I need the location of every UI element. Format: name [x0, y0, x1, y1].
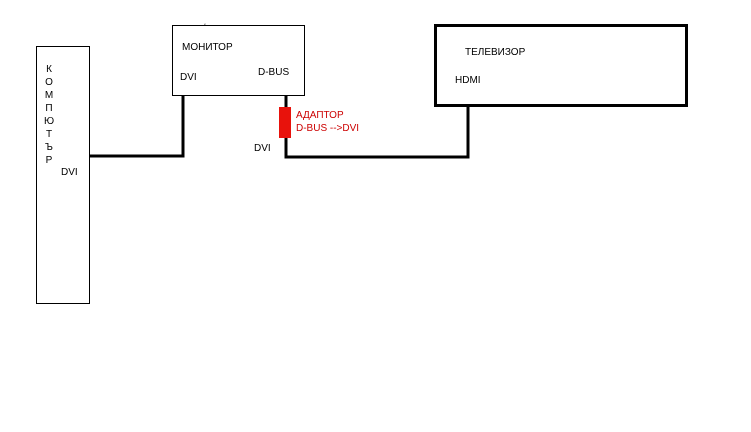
computer-letter: Ю	[43, 116, 55, 127]
tv-hdmi-label: HDMI	[455, 75, 481, 86]
adapter-dvi-label: DVI	[254, 143, 271, 154]
cable-computer-to-monitor	[82, 95, 185, 158]
adapter-block	[279, 107, 291, 138]
tv-title: ТЕЛЕВИЗОР	[465, 47, 526, 58]
monitor-box: ‘ МОНИТОР DVI D-BUS	[172, 22, 305, 96]
cable-adapter-to-tv	[284, 104, 470, 159]
computer-box: К О М П Ю Т Ъ Р DVI	[36, 46, 90, 304]
monitor-tick-mark: ‘	[204, 22, 206, 32]
computer-letter: Р	[45, 155, 53, 166]
adapter-conversion: D-BUS -->DVI	[296, 123, 360, 134]
computer-letter: М	[44, 90, 54, 101]
adapter-title: АДАПТОР	[296, 110, 344, 121]
monitor-dvi-label: DVI	[180, 72, 197, 83]
computer-letter: Т	[45, 129, 53, 140]
monitor-title: МОНИТОР	[182, 42, 233, 53]
computer-letter: П	[45, 103, 53, 114]
computer-letter: Ъ	[45, 142, 53, 153]
computer-letter: О	[45, 77, 53, 88]
computer-dvi-label: DVI	[61, 167, 78, 178]
tv-box: ТЕЛЕВИЗОР HDMI	[434, 24, 688, 107]
monitor-dbus-label: D-BUS	[258, 67, 290, 78]
computer-name-vertical: К О М П Ю Т Ъ Р	[43, 63, 55, 167]
computer-letter: К	[46, 64, 52, 75]
